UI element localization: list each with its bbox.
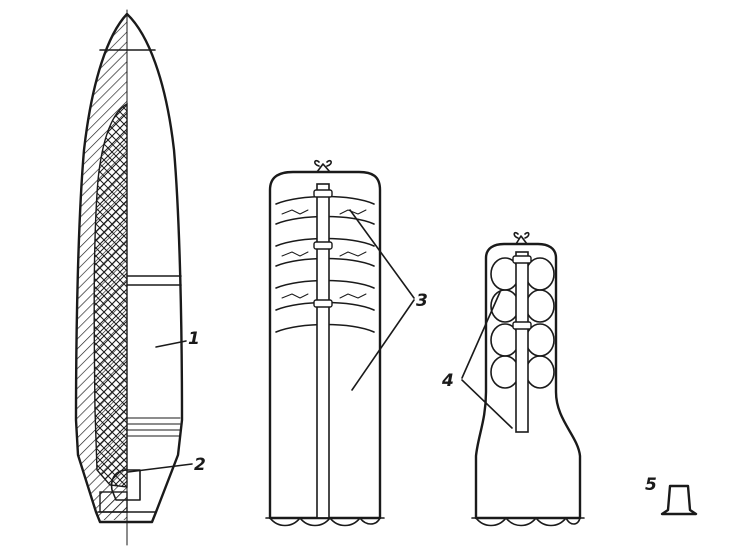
callout-2: 2 [194, 455, 206, 475]
leader-lines [127, 209, 513, 473]
shell-filling-section [93, 102, 128, 488]
callout-1: 1 [188, 329, 200, 349]
primer [660, 484, 698, 516]
full-charge-center-tube [316, 183, 330, 519]
primer-outline [660, 484, 698, 516]
reduced-charge-clip-2 [512, 321, 532, 330]
leader-4a [461, 291, 501, 379]
full-charge-bag [265, 159, 385, 527]
full-charge-clip-3 [313, 299, 333, 308]
reduced-charge-bottom [471, 517, 585, 527]
full-charge-clip-1 [313, 189, 333, 198]
full-charge-tie [314, 159, 332, 173]
shell-base-fuze [110, 469, 141, 501]
full-charge-outline [268, 170, 382, 520]
full-charge-clip-2 [313, 241, 333, 250]
shell-outline [74, 12, 184, 524]
callout-5: 5 [645, 475, 657, 495]
leader-3a [349, 209, 415, 299]
shell-projectile [74, 9, 184, 546]
leader-4b [461, 379, 513, 429]
callout-4: 4 [441, 371, 454, 391]
shell-driving-band [126, 417, 181, 437]
reduced-charge-center-tube [515, 251, 529, 433]
shell-base-plug [99, 491, 128, 513]
reduced-charge-clip-1 [512, 255, 532, 264]
leader-2 [127, 463, 193, 473]
leader-1 [155, 340, 187, 348]
reduced-charge-tie [513, 231, 530, 245]
reduced-charge-bag [471, 231, 585, 527]
callout-3: 3 [416, 291, 428, 311]
leader-3b [351, 299, 415, 391]
reduced-charge-outline [474, 242, 582, 520]
full-charge-bottom [265, 517, 385, 527]
